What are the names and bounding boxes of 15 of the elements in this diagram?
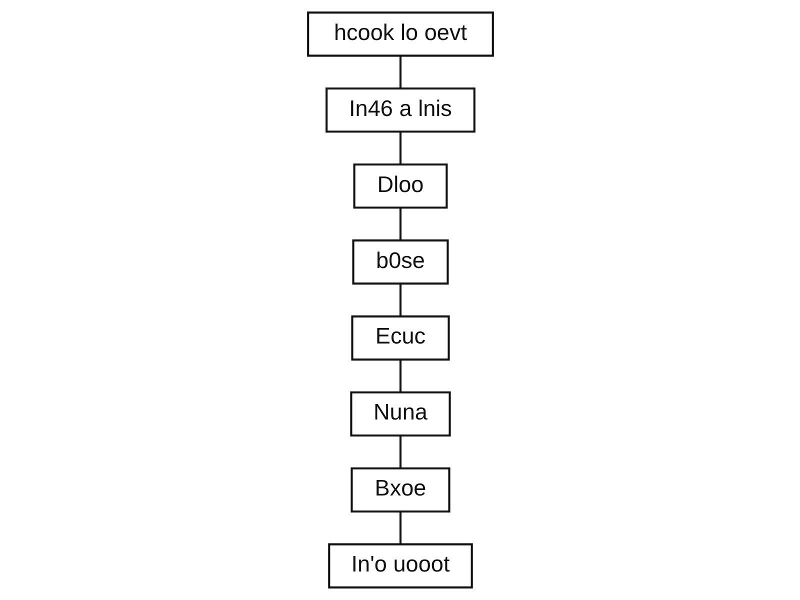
- node-box: In'o uooot: [328, 543, 472, 588]
- node-box: Dloo: [352, 163, 448, 209]
- connector: [398, 436, 402, 468]
- connector: [398, 208, 402, 240]
- connector: [398, 56, 402, 88]
- node-box: Bxoe: [350, 467, 450, 512]
- connector: [398, 284, 402, 316]
- node-box: b0se: [352, 239, 448, 285]
- node-box: In46 a lnis: [325, 88, 475, 133]
- connector: [398, 360, 402, 392]
- node-box: hcook lo oevt: [306, 12, 494, 57]
- node-box: Nuna: [350, 391, 450, 437]
- connector: [398, 512, 402, 544]
- connector: [398, 132, 402, 164]
- node-box: Ecuc: [350, 315, 450, 361]
